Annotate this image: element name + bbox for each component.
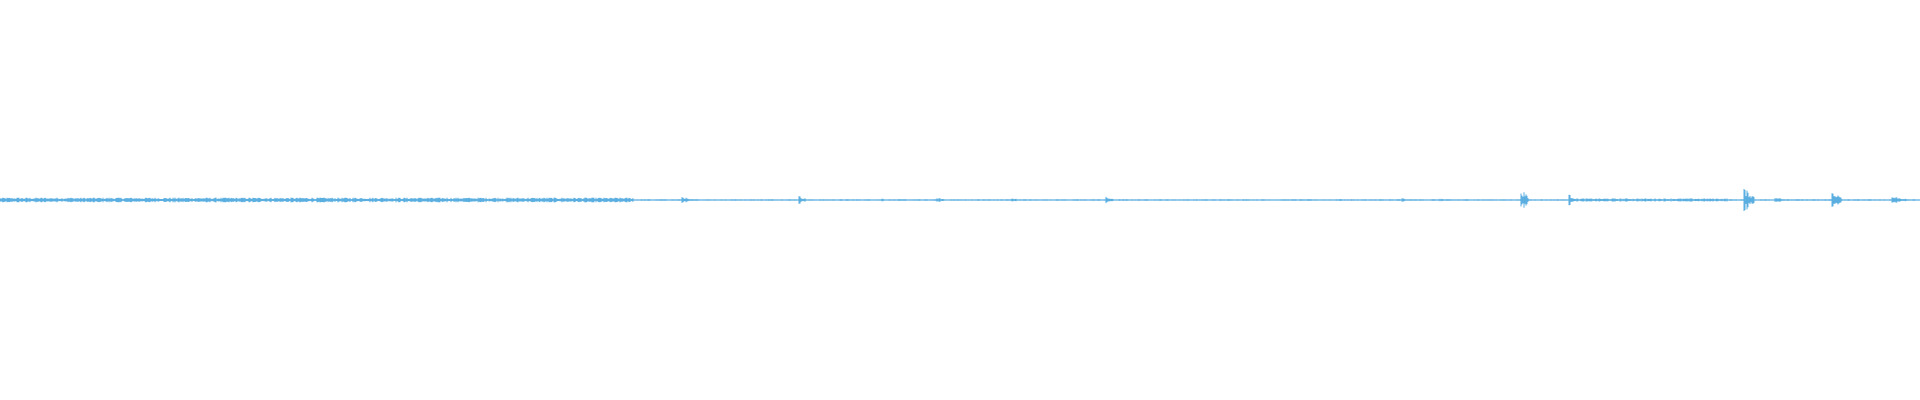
- waveform-trace: [0, 189, 1920, 211]
